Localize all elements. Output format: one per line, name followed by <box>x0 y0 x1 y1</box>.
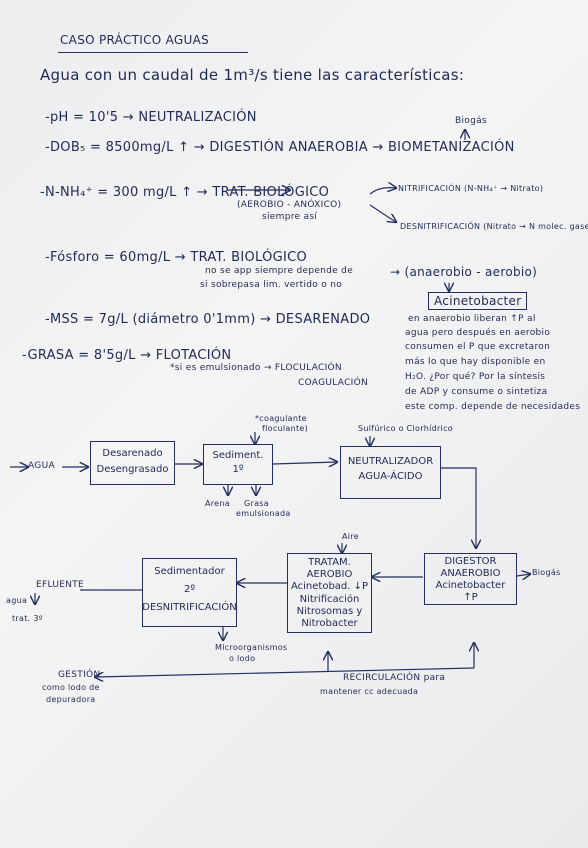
acineto-note-6: de ADP y consume o sintetiza <box>405 387 548 397</box>
box-aer-line6: Nitrobacter <box>301 618 358 629</box>
page-title: CASO PRÁCTICO AGUAS <box>60 33 210 47</box>
flow-agua: AGUA <box>28 461 55 471</box>
acineto-note-4: más lo que hay disponible en <box>405 357 546 367</box>
box-sedimentador-1 <box>203 444 273 485</box>
box-digestor-line2: ANAEROBIO <box>440 568 501 579</box>
param-mss: -MSS = 7g/L (diámetro 0'1mm) → DESARENAD… <box>45 312 371 327</box>
box-sedim1-line1: Sediment. <box>212 450 264 461</box>
param-nitrificacion: NITRIFICACIÓN (N-NH₄⁺ → Nitrato) <box>398 184 544 193</box>
box-desarenado-line1: Desarenado <box>102 448 163 459</box>
recirculacion-label: RECIRCULACIÓN para <box>343 673 446 683</box>
box-aer-line4: Nitrificación <box>299 594 360 605</box>
box-digestor-line3: Acinetobacter <box>435 580 506 591</box>
box-sedimentador-2 <box>142 558 237 627</box>
box-aer-line2: AEROBIO <box>306 569 353 580</box>
recirculacion-note: mantener cc adecuada <box>320 687 419 696</box>
gestion-note1: como lodo de <box>42 683 100 692</box>
param-fosforo: -Fósforo = 60mg/L → TRAT. BIOLÓGICO <box>45 250 308 265</box>
gestion-note2: depuradora <box>46 695 96 704</box>
acinetobacter-box: Acinetobacter <box>428 292 528 310</box>
box-aer-line5: Nitrosomas y <box>296 606 363 617</box>
output-lodo: o lodo <box>229 654 256 663</box>
box-digestor-line4: ↑P <box>463 592 478 603</box>
acineto-note-2: agua pero después en aerobio <box>405 328 551 338</box>
param-biogas: Biogás <box>455 116 487 126</box>
box-neutra-line2: AGUA-ÁCIDO <box>358 471 423 482</box>
box-aer-line3: Acinetobad. ↓P <box>290 581 369 592</box>
coagulante-label2: floculante) <box>262 424 309 433</box>
param-anaerobio-aerobio: → (anaerobio - aerobio) <box>390 265 538 279</box>
box-desarenado-line2: Desengrasado <box>96 464 169 475</box>
param-nnh4: -N-NH₄⁺ = 300 mg/L ↑ → TRAT. BIOLÓGICO <box>40 185 330 200</box>
box-sedim1-line2: 1º <box>232 464 244 475</box>
param-grasa-note2: COAGULACIÓN <box>298 378 369 388</box>
input-acido: Sulfúrico o Clorhídrico <box>358 424 453 433</box>
param-fosforo-note2: si sobrepasa lim. vertido o no <box>200 280 343 290</box>
param-fosforo-note1: no se app siempre depende de <box>205 266 354 276</box>
output-efluente: EFLUENTE <box>36 580 85 590</box>
param-dbo: -DOB₅ = 8500mg/L ↑ → DIGESTIÓN ANAEROBIA… <box>45 140 515 155</box>
output-grasa-emulsionada: emulsionada <box>236 509 291 518</box>
box-sed2-line2: 2º <box>183 584 196 595</box>
output-biogas: Biogás <box>532 568 561 577</box>
efluente-trat: trat. 3º <box>12 614 43 623</box>
box-neutralizador <box>340 446 441 499</box>
output-arena: Arena <box>205 499 230 508</box>
acineto-note-5: H₂O. ¿Por qué? Por la síntesis <box>405 372 546 382</box>
acineto-note-3: consumen el P que excretaron <box>405 342 551 352</box>
input-aire: Aire <box>342 532 359 541</box>
output-grasa: Grasa <box>244 499 269 508</box>
box-neutra-line1: NEUTRALIZADOR <box>347 456 434 467</box>
acineto-note-7: este comp. depende de necesidades <box>405 402 581 412</box>
box-digestor-line1: DIGESTOR <box>444 556 497 567</box>
intro-text: Agua con un caudal de 1m³/s tiene las ca… <box>40 66 465 84</box>
coagulante-label1: *coagulante <box>255 414 307 423</box>
gestion-label: GESTIÓN <box>58 670 101 680</box>
param-nnh4-note: siempre así <box>262 212 318 222</box>
param-grasa: -GRASA = 8'5g/L → FLOTACIÓN <box>22 348 232 363</box>
param-grasa-note1: *si es emulsionado → FLOCULACIÓN <box>170 363 342 373</box>
box-sed2-line3: DESNITRIFICACIÓN <box>142 602 237 613</box>
box-tratamiento-aerobio <box>287 553 372 633</box>
param-desnitrificacion: DESNITRIFICACIÓN (Nitrato → N molec. gas… <box>400 222 588 231</box>
efluente-agua: agua <box>6 596 28 605</box>
output-microorganismos: Microorganismos <box>215 643 288 652</box>
param-nnh4-sub: (AEROBIO - ANÓXICO) <box>237 200 342 210</box>
param-ph: -pH = 10'5 → NEUTRALIZACIÓN <box>45 110 257 125</box>
box-sed2-line1: Sedimentador <box>154 566 225 577</box>
box-aer-line1: TRATAM. <box>308 557 351 568</box>
box-desarenado <box>90 441 175 485</box>
acineto-note-1: en anaerobio liberan ↑P al <box>408 314 536 324</box>
box-digestor <box>424 553 517 605</box>
title-underline <box>58 52 248 53</box>
